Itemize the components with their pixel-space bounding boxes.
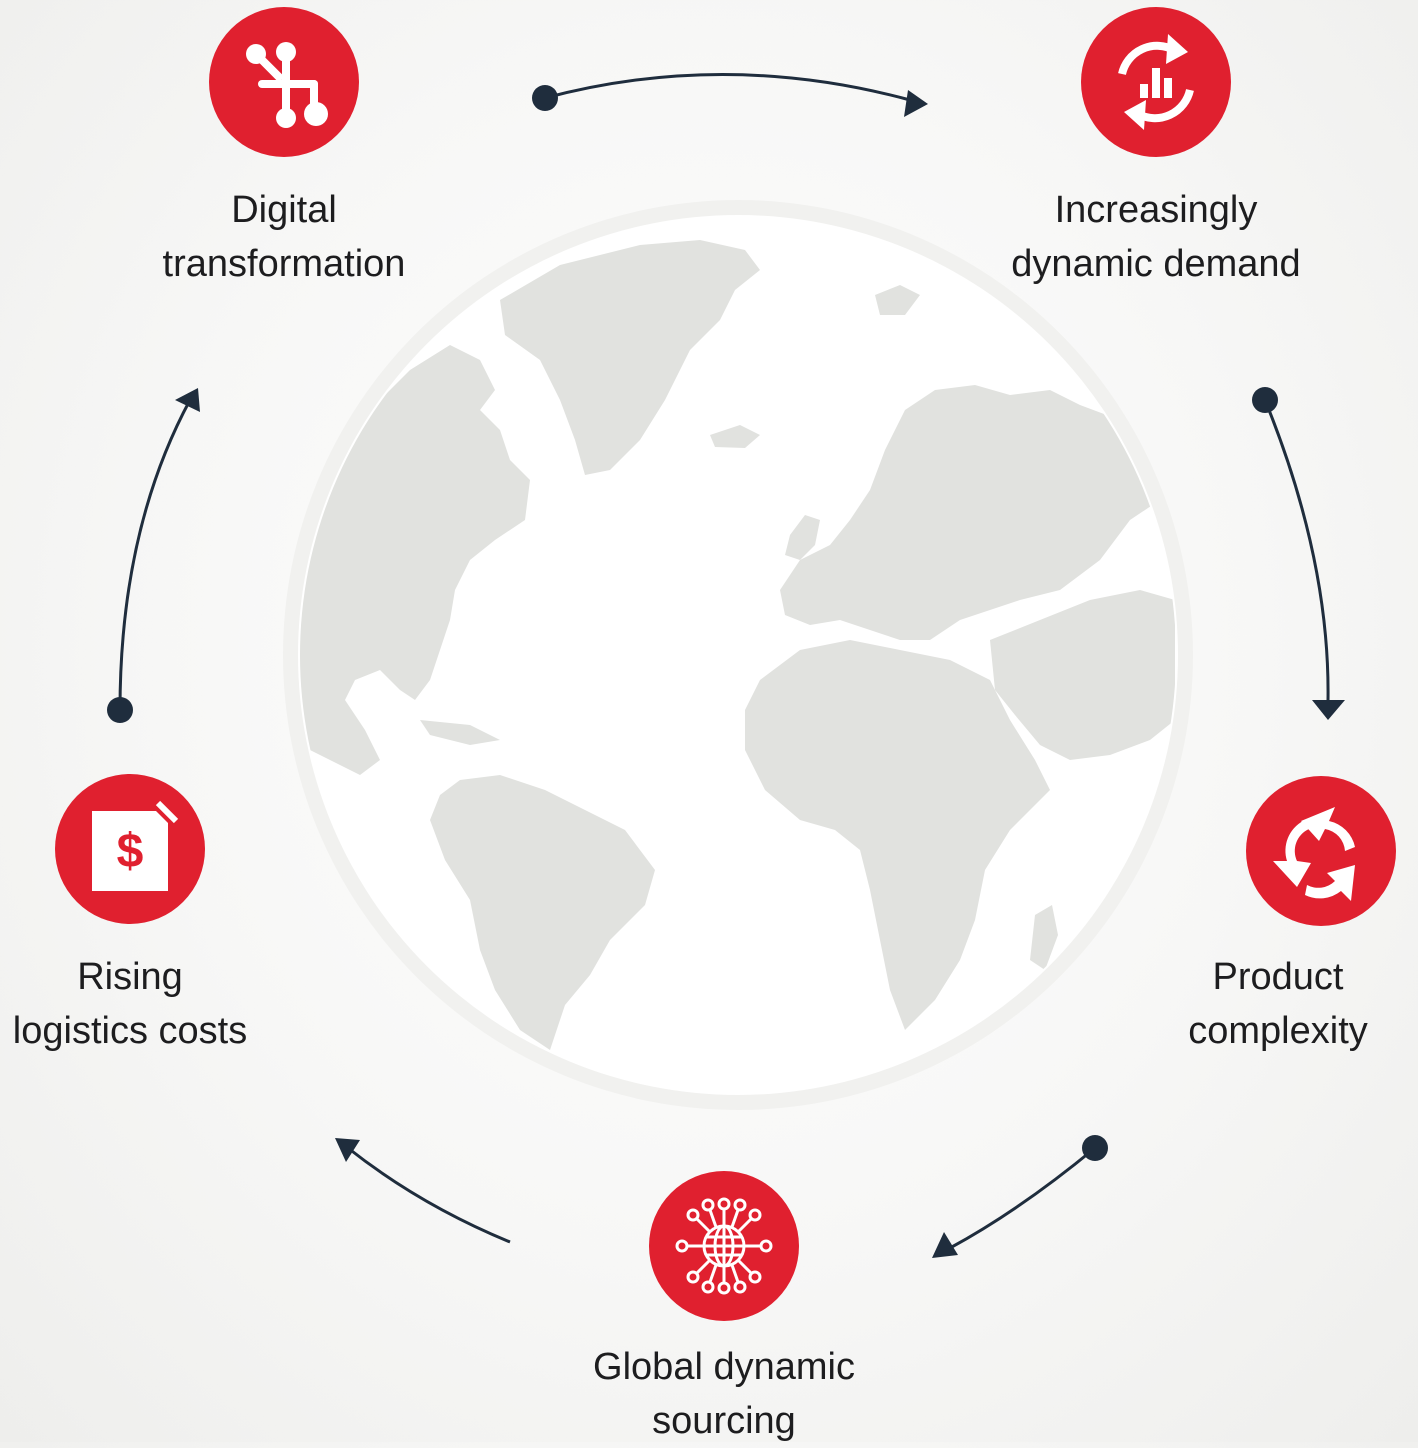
arrow-head — [932, 1232, 958, 1258]
label-global-dynamic-sourcing: Global dynamic sourcing — [544, 1340, 904, 1448]
arrow-head — [175, 388, 200, 412]
label-product-complexity: Product complexity — [1138, 950, 1418, 1058]
refresh-chart-icon — [1118, 34, 1194, 130]
node-icon-digital-transformation — [209, 7, 359, 157]
dollar-document-icon: $ — [92, 800, 179, 891]
label-rising-logistics-costs: Rising logistics costs — [0, 950, 260, 1058]
arrow-complexity-to-sourcing — [949, 1146, 1096, 1250]
greenland-shape — [500, 240, 760, 475]
arrow-head — [904, 90, 928, 117]
iceland-shape — [710, 425, 760, 448]
arrow-costs-to-digital — [118, 399, 192, 711]
label-line: transformation — [162, 243, 406, 285]
arrow-head — [335, 1138, 360, 1162]
africa-shape — [745, 640, 1050, 1030]
arrow-start-dot — [1252, 387, 1278, 413]
cycle-arrows — [118, 73, 1330, 1250]
europe-shape — [780, 385, 1160, 640]
label-line: Digital — [231, 189, 337, 231]
caribbean-shape — [420, 720, 500, 745]
north-america-shape — [300, 345, 530, 775]
asia-shape — [990, 590, 1175, 760]
label-line: sourcing — [652, 1400, 796, 1442]
madagascar-shape — [1030, 905, 1058, 970]
label-line: dynamic demand — [1011, 243, 1301, 285]
label-increasingly-dynamic-demand: Increasingly dynamic demand — [976, 183, 1336, 291]
arrow-sourcing-to-costs — [347, 1146, 511, 1244]
arrow-start-dot — [1082, 1135, 1108, 1161]
node-icon-product-complexity — [1246, 776, 1396, 926]
node-icon-global-dynamic-sourcing — [649, 1171, 799, 1321]
svg-text:$: $ — [117, 825, 144, 878]
south-america-shape — [430, 775, 655, 1050]
label-line: Increasingly — [1054, 189, 1258, 231]
arrow-markers — [107, 85, 1345, 1258]
arrow-start-dot — [107, 697, 133, 723]
label-line: Global dynamic — [593, 1346, 855, 1388]
node-icon-increasingly-dynamic-demand — [1081, 7, 1231, 157]
arrow-demand-to-complexity — [1263, 399, 1330, 701]
british-isles-shape — [785, 515, 820, 560]
recycle-arrows-icon — [1273, 807, 1355, 901]
label-line: Product — [1212, 956, 1344, 998]
label-line: complexity — [1188, 1010, 1368, 1052]
arrow-start-dot — [532, 85, 558, 111]
label-digital-transformation: Digital transformation — [104, 183, 464, 291]
arrow-digital-to-demand — [544, 73, 911, 102]
label-line: logistics costs — [12, 1010, 248, 1052]
network-globe-icon — [675, 1197, 773, 1295]
branch-network-icon — [246, 42, 328, 128]
node-icon-rising-logistics-costs: $ — [55, 774, 205, 924]
label-line: Rising — [77, 956, 183, 998]
world-globe — [283, 200, 1193, 1110]
arrow-head — [1312, 700, 1345, 720]
svalbard-shape — [875, 285, 920, 315]
